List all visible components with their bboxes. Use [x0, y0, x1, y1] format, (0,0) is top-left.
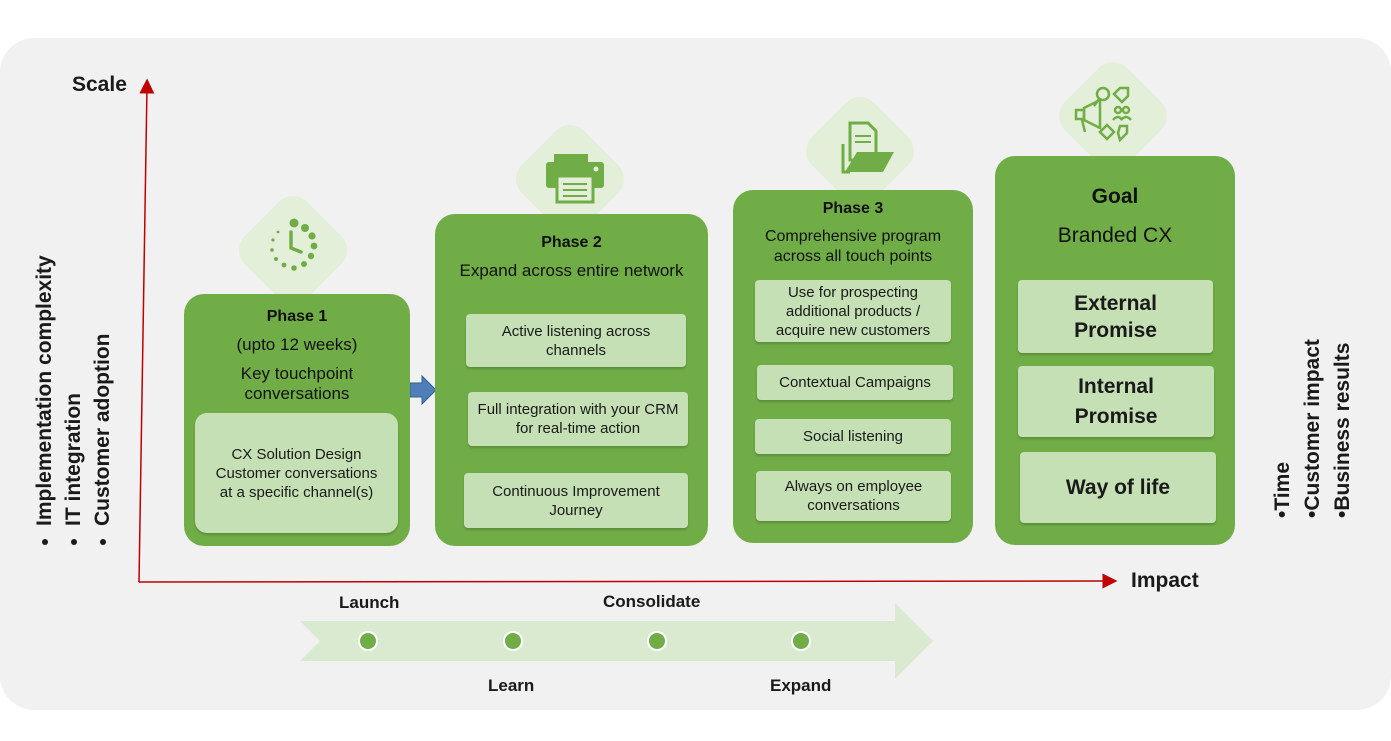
y-axis: [138, 78, 155, 583]
phase1-duration: (upto 12 weeks): [236, 335, 358, 354]
y-factor-list: Implementation complexity IT integration…: [30, 255, 117, 548]
timeline-dot-consolidate: [647, 631, 667, 651]
phase2-item: Continuous Improvement Journey: [464, 473, 688, 528]
folder-icon: [828, 120, 898, 180]
x-factor-item: •Time: [1271, 462, 1294, 518]
x-factor-list: •Time •Customer impact •Business results: [1268, 339, 1358, 518]
y-axis-label: Scale: [72, 73, 127, 96]
goal-subtitle: Branded CX: [1057, 224, 1173, 247]
phase3-item: Always on employee conversations: [756, 471, 951, 521]
phase2-subtitle: Expand across entire network: [459, 261, 684, 280]
y-factor-item: Implementation complexity: [30, 255, 59, 526]
timeline-dot-expand: [791, 631, 811, 651]
phase1-item: CX Solution Design Customer conversation…: [195, 413, 398, 533]
phase3-item: Social listening: [755, 419, 951, 454]
phase3-title: Phase 3: [822, 200, 884, 217]
goal-card: Goal Branded CX External Promise Interna…: [995, 156, 1235, 545]
timeline-label-expand: Expand: [770, 676, 832, 695]
clock-icon: [258, 215, 328, 275]
goal-item: Internal Promise: [1018, 366, 1214, 437]
phase1-title: Phase 1: [266, 308, 328, 325]
phase3-item: Contextual Campaigns: [757, 365, 953, 400]
phase2-item: Active listening across channels: [466, 314, 686, 367]
phase1-card: Phase 1 (upto 12 weeks) Key touchpoint c…: [184, 294, 410, 546]
goal-item: Way of life: [1020, 452, 1216, 523]
marketing-icon: [1072, 84, 1142, 144]
phase2-card: Phase 2 Expand across entire network Act…: [435, 214, 708, 546]
goal-title: Goal: [1091, 185, 1139, 208]
phase3-item: Use for prospecting additional products …: [755, 280, 951, 342]
printer-icon: [540, 150, 610, 210]
x-axis: [138, 573, 1118, 589]
goal-item: External Promise: [1018, 280, 1213, 353]
phase3-subtitle: Comprehensive program across all touch p…: [764, 228, 942, 265]
y-factor-item: IT integration: [59, 255, 88, 526]
timeline-dot-learn: [503, 631, 523, 651]
phase3-card: Phase 3 Comprehensive program across all…: [733, 190, 973, 543]
x-factor-item: •Business results: [1331, 342, 1354, 518]
timeline-label-consolidate: Consolidate: [603, 592, 701, 611]
timeline-label-learn: Learn: [488, 676, 535, 695]
phase2-item: Full integration with your CRM for real-…: [468, 392, 688, 446]
y-factor-item: Customer adoption: [88, 255, 117, 527]
phase2-title: Phase 2: [541, 234, 602, 251]
timeline-dot-launch: [358, 631, 378, 651]
timeline-label-launch: Launch: [339, 593, 400, 612]
x-axis-label: Impact: [1131, 569, 1199, 592]
connector-arrow: [409, 374, 437, 406]
phase1-subtitle: Key touchpoint conversations: [240, 364, 354, 403]
x-factor-item: •Customer impact: [1301, 339, 1324, 518]
